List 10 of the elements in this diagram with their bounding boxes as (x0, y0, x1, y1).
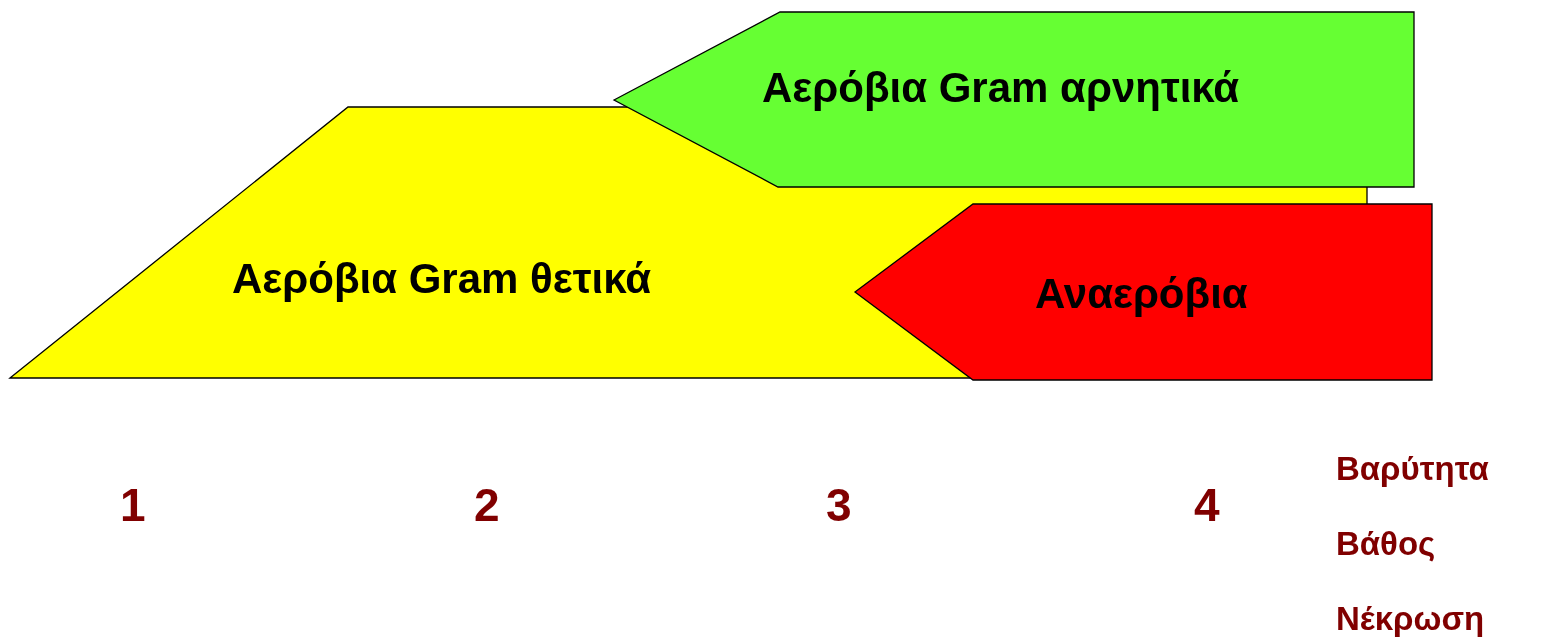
axis-label: Βάθος (1336, 525, 1436, 563)
band-label: Αερόβια Gram θετικά (232, 255, 651, 303)
band-label: Αερόβια Gram αρνητικά (762, 64, 1240, 112)
scale-number: 2 (474, 478, 500, 532)
axis-label: Βαρύτητα (1336, 450, 1489, 488)
scale-number: 3 (826, 478, 852, 532)
band-label: Αναερόβια (1035, 270, 1248, 318)
scale-number: 4 (1194, 478, 1220, 532)
scale-number: 1 (120, 478, 146, 532)
axis-label: Νέκρωση (1336, 600, 1485, 638)
